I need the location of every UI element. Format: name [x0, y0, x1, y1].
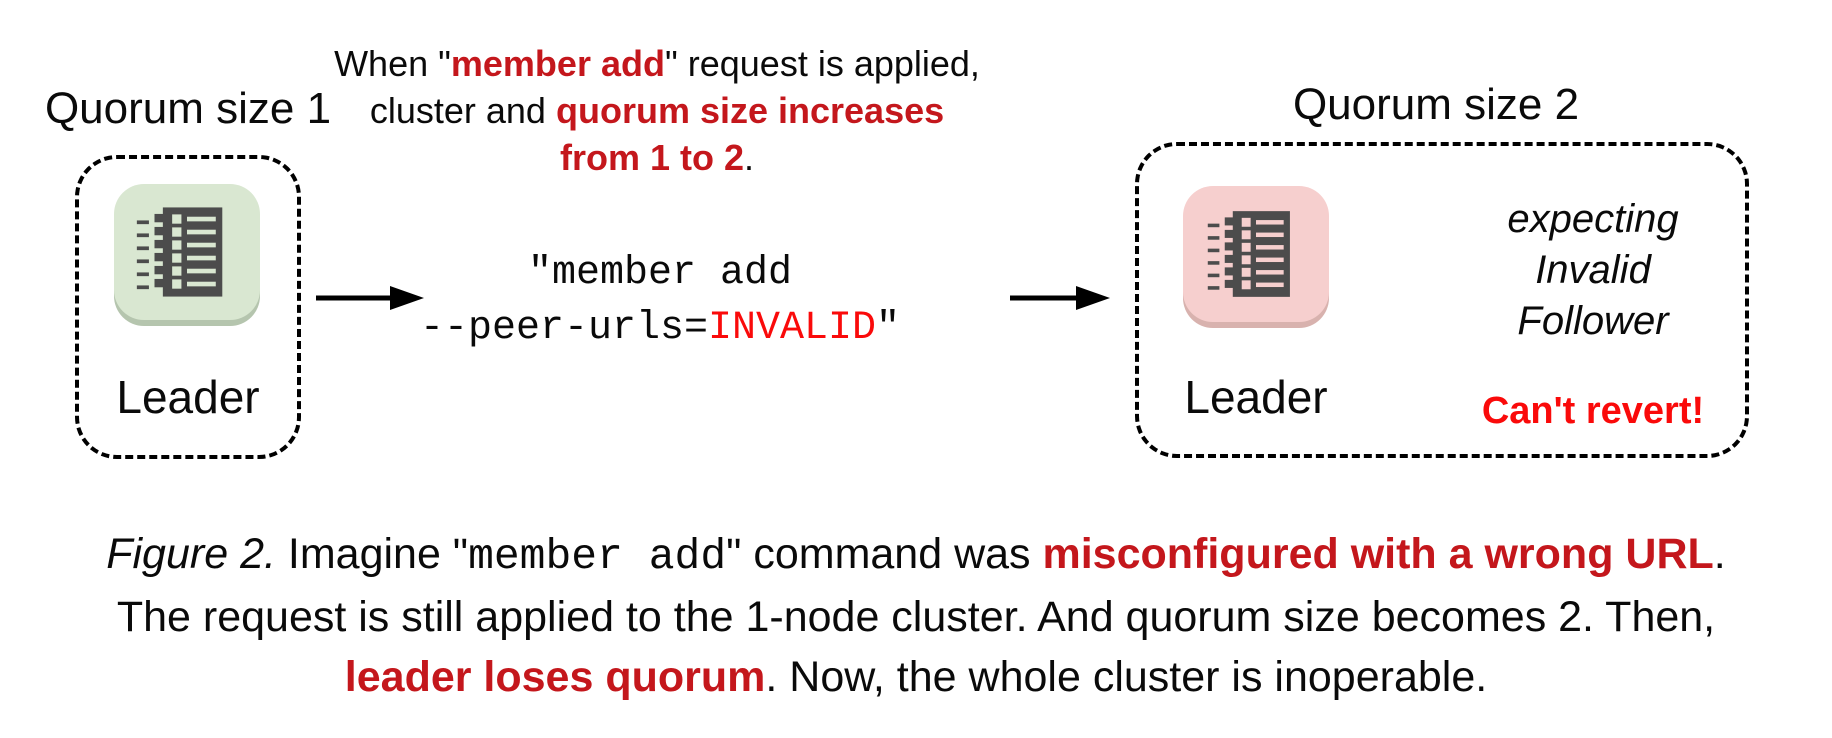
leader-node-pink [1183, 186, 1329, 322]
note-line-3: from 1 to 2. [559, 137, 755, 178]
quorum-size-2-title: Quorum size 2 [1292, 80, 1580, 129]
member-add-note: When "member add" request is applied, cl… [312, 40, 1002, 181]
expect-note-line: expecting [1507, 197, 1679, 241]
expecting-follower-note: expecting Invalid Follower [1428, 194, 1758, 347]
note-line-1: When "member add" request is applied, [334, 43, 980, 84]
expect-note-line: Invalid [1535, 248, 1651, 292]
caption-line-2: The request is still applied to the 1-no… [116, 593, 1716, 641]
command-line-1: "member add [527, 251, 793, 296]
invalid-url-text: INVALID [708, 306, 877, 351]
caption-line-3: leader loses quorum. Now, the whole clus… [344, 653, 1488, 701]
leader-label: Leader [1184, 371, 1328, 423]
command-line-2: --peer-urls=INVALID" [419, 306, 901, 351]
expect-note-line: Follower [1517, 299, 1669, 343]
figure-label: Figure 2. [106, 530, 276, 578]
ledger-list-icon [136, 207, 223, 297]
caption-highlight-loses-quorum: leader loses quorum [344, 653, 766, 701]
note-highlight-from-1-to-2: from 1 to 2 [559, 137, 744, 178]
cluster-box-before [75, 155, 301, 459]
ledger-list-icon [1207, 211, 1290, 297]
cluster-box-after [1135, 142, 1749, 458]
arrow-right-icon [1010, 286, 1110, 310]
arrow-right-icon [316, 286, 424, 310]
leader-label: Leader [116, 371, 260, 423]
cant-revert-warning: Can't revert! [1481, 390, 1705, 432]
caption-highlight-misconfigured: misconfigured with a wrong URL [1042, 530, 1714, 578]
note-highlight-member-add: member add [450, 43, 665, 84]
note-line-2: cluster and quorum size increases [369, 90, 945, 131]
caption-member-add-command: member add [468, 532, 727, 581]
quorum-size-1-title: Quorum size 1 [44, 84, 332, 133]
member-add-command: "member add --peer-urls=INVALID" [410, 246, 910, 356]
caption-line-1: Figure 2. Imagine "member add" command w… [106, 530, 1726, 581]
figure-caption: Figure 2. Imagine "member add" command w… [0, 524, 1832, 707]
leader-node-green [114, 184, 260, 320]
note-highlight-quorum-increase: quorum size increases [555, 90, 945, 131]
